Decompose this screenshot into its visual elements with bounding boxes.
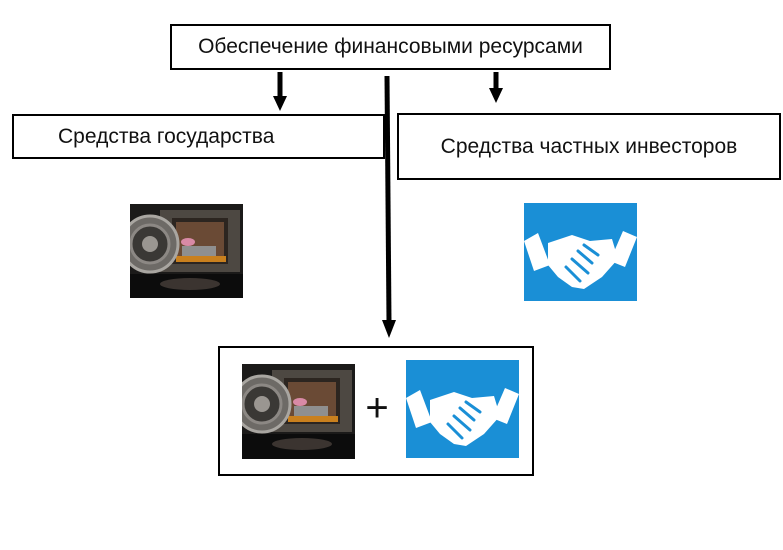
arrowhead-investors (489, 88, 503, 103)
bank-vault-icon (130, 204, 243, 298)
arrowhead-government (273, 96, 287, 111)
plus-sign: + (365, 386, 389, 430)
handshake-icon (524, 203, 637, 301)
funding-root-box: Обеспечение финансовыми ресурсами (170, 24, 611, 70)
government-funds-label: Средства государства (58, 124, 275, 148)
handshake-icon (406, 360, 519, 458)
arrow-to-combination (384, 75, 392, 323)
private-investors-box: Средства частных инвесторов (397, 113, 781, 180)
government-funds-box: Средства государства (12, 114, 385, 159)
arrowhead-combination (382, 320, 396, 338)
private-investors-label: Средства частных инвесторов (440, 134, 738, 158)
bank-vault-icon (242, 364, 355, 459)
funding-root-label: Обеспечение финансовыми ресурсами (198, 35, 583, 58)
